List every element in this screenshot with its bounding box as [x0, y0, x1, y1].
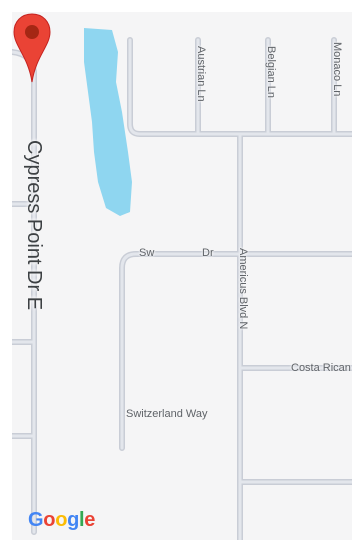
logo-letter: g [67, 509, 80, 531]
street-label-swiss-end: Dr [202, 247, 214, 259]
street-label-swiss-start: Sw [139, 247, 155, 259]
street-label-monaco: Monaco Ln [331, 42, 343, 97]
water-body [84, 28, 132, 216]
logo-letter: l [79, 509, 85, 531]
street-label-costa-rican: Costa Rican [291, 362, 351, 374]
map-canvas[interactable]: Austrian Ln Belgian Ln Monaco Ln Cypress… [12, 12, 352, 540]
street-label-switzerland: Switzerland Way [126, 408, 208, 420]
street-label-americus: Americus Blvd N [237, 248, 249, 330]
logo-letter: o [55, 509, 68, 531]
map-roads-layer [12, 28, 352, 540]
map-pin-icon[interactable] [12, 12, 52, 84]
street-label-austrian: Austrian Ln [195, 46, 207, 102]
logo-letter: o [43, 509, 56, 531]
logo-letter: G [28, 509, 44, 531]
road-top-outer [127, 37, 352, 137]
logo-letter: e [84, 509, 96, 531]
google-logo: Google [28, 510, 95, 530]
street-label-cypress-point: Cypress Point Dr E [23, 140, 45, 311]
street-label-belgian: Belgian Ln [265, 46, 277, 98]
